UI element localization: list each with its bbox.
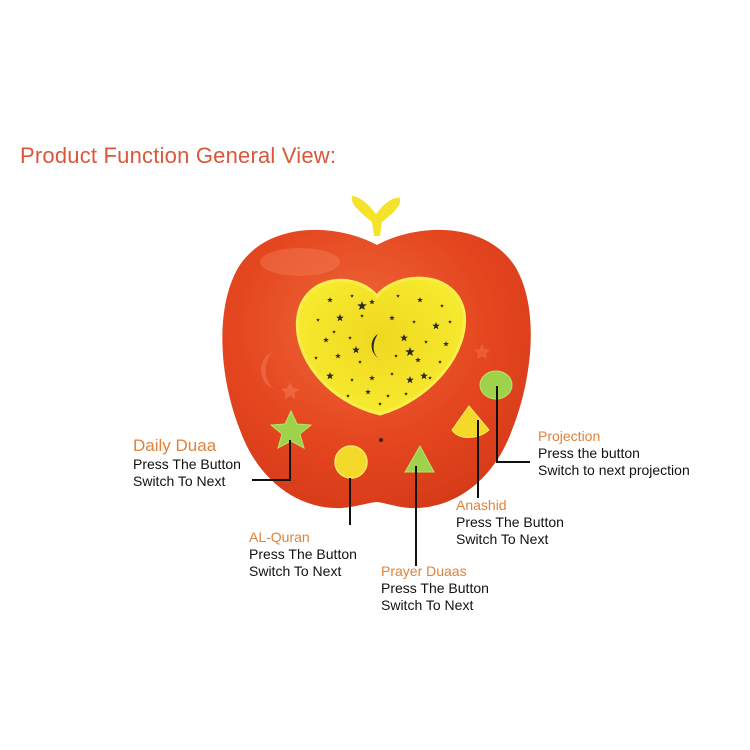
projection-window — [295, 276, 467, 416]
decor-star-icon-2 — [474, 344, 490, 359]
window-star-icon — [415, 357, 421, 363]
callout-line: Switch To Next — [456, 531, 549, 547]
window-star-icon — [350, 378, 354, 382]
window-star-icon — [428, 376, 432, 380]
decor-star-icon — [281, 382, 299, 399]
window-star-icon — [357, 301, 367, 310]
window-star-icon — [390, 372, 394, 376]
callout-line: Switch To Next — [133, 473, 226, 489]
window-star-icon — [417, 297, 423, 303]
decor-moon-icon — [261, 352, 276, 390]
callout-projection: Projection Press the button Switch to ne… — [538, 428, 690, 479]
window-star-icon — [412, 320, 416, 324]
window-star-icon — [323, 337, 329, 343]
callout-line: Press the button — [538, 445, 640, 461]
window-star-icon — [358, 360, 362, 364]
window-star-icon — [405, 347, 415, 356]
callout-heading: Daily Duaa — [133, 436, 217, 455]
window-star-icon — [335, 353, 341, 359]
window-star-icon — [448, 320, 452, 324]
window-star-icon — [438, 360, 442, 364]
window-star-icon — [394, 354, 398, 358]
callout-line: Press The Button — [133, 456, 241, 472]
callout-line: Switch To Next — [249, 563, 342, 579]
apple-stem — [351, 196, 401, 236]
window-star-icon — [443, 341, 449, 347]
callout-daily-duaa: Daily Duaa Press The Button Switch To Ne… — [133, 435, 241, 490]
window-star-icon — [369, 375, 375, 381]
window-star-icon — [327, 297, 333, 303]
callout-prayer-duaas: Prayer Duaas Press The Button Switch To … — [381, 563, 489, 614]
callout-heading: Projection — [538, 428, 601, 444]
window-star-icon — [400, 334, 408, 342]
leader-daily-duaa — [252, 440, 291, 481]
window-star-icon — [346, 394, 350, 398]
triangle-icon[interactable] — [404, 444, 435, 473]
leader-projection — [496, 386, 530, 463]
window-star-icon — [316, 318, 320, 322]
callout-line: Switch To Next — [381, 597, 474, 613]
callout-heading: AL-Quran — [249, 529, 310, 545]
window-star-icon — [432, 322, 440, 330]
window-stars — [314, 294, 452, 406]
window-star-icon — [389, 315, 395, 321]
window-star-icon — [332, 330, 336, 334]
callout-al-quran: AL-Quran Press The Button Switch To Next — [249, 529, 357, 580]
window-star-icon — [424, 340, 428, 344]
window-star-icon — [404, 392, 408, 396]
window-star-icon — [326, 372, 334, 380]
circle-icon[interactable] — [334, 445, 368, 479]
callout-line: Press The Button — [249, 546, 357, 562]
callout-line: Press The Button — [456, 514, 564, 530]
window-star-icon — [396, 294, 400, 298]
window-star-icon — [352, 346, 360, 354]
fan-shape-icon[interactable] — [451, 405, 490, 438]
window-star-icon — [440, 304, 444, 308]
callout-heading: Prayer Duaas — [381, 563, 467, 579]
window-star-icon — [348, 336, 352, 340]
callout-line: Switch to next projection — [538, 462, 690, 478]
window-star-icon — [406, 376, 414, 384]
callout-anashid: Anashid Press The Button Switch To Next — [456, 497, 564, 548]
crescent-moon-icon — [371, 334, 382, 360]
window-star-icon — [369, 299, 375, 305]
window-star-icon — [314, 356, 318, 360]
window-star-icon — [365, 389, 371, 395]
speaker-hole — [379, 438, 383, 442]
window-star-icon — [336, 314, 344, 322]
callout-line: Press The Button — [381, 580, 489, 596]
window-star-icon — [350, 294, 354, 298]
window-star-icon — [378, 402, 382, 406]
window-star-icon — [420, 372, 428, 380]
page-title: Product Function General View: — [20, 143, 337, 168]
callout-heading: Anashid — [456, 497, 507, 513]
window-star-icon — [360, 314, 364, 318]
apple-highlight — [260, 248, 340, 276]
window-star-icon — [386, 394, 390, 398]
